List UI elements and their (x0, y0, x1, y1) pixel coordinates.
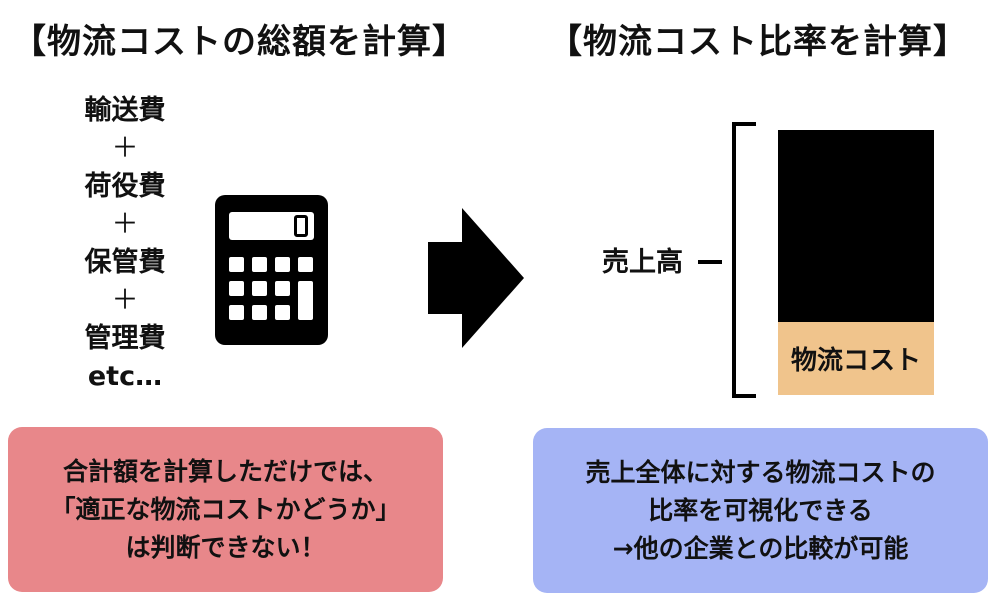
note-box-benefit: 売上全体に対する物流コストの 比率を可視化できる →他の企業との比較が可能 (533, 428, 988, 593)
calculator-key (275, 305, 290, 320)
cost-item-storage: 保管費 (84, 247, 166, 278)
calculator-icon (215, 195, 328, 345)
calculator-key (229, 305, 244, 320)
note-line: は判断できない！ (125, 532, 326, 562)
calculator-key (229, 281, 244, 296)
calculator-key (229, 257, 244, 272)
note-line: →他の企業との比較が可能 (612, 533, 909, 563)
calculator-key (275, 257, 290, 272)
logistics-cost-label: 物流コスト (790, 346, 921, 376)
note-line: 比率を可視化できる (648, 495, 873, 525)
sales-bar (778, 130, 934, 322)
calculator-key (275, 281, 290, 296)
logistics-cost-bar: 物流コスト (778, 322, 934, 395)
calculator-key (298, 257, 313, 272)
calculator-key-tall (298, 281, 313, 320)
sales-bracket (698, 122, 756, 398)
note-line: 「適正な物流コストかどうか」 (50, 494, 401, 524)
plus-sign: ＋ (111, 285, 139, 316)
right-arrow-icon (428, 208, 524, 348)
plus-sign: ＋ (111, 133, 139, 164)
calculator-key (252, 305, 267, 320)
cost-item-etc: etc… (87, 361, 163, 392)
title-cost-ratio: 【物流コスト比率を計算】 (548, 22, 968, 62)
calculator-key (252, 281, 267, 296)
cost-item-list: 輸送費 ＋ 荷役費 ＋ 保管費 ＋ 管理費 etc… (60, 92, 190, 396)
note-line: 合計額を計算しただけでは、 (62, 456, 388, 486)
calculator-key (252, 257, 267, 272)
title-total-cost: 【物流コストの総額を計算】 (12, 22, 467, 62)
plus-sign: ＋ (111, 209, 139, 240)
note-line: 売上全体に対する物流コストの (585, 457, 936, 487)
cost-item-transport: 輸送費 (84, 95, 166, 126)
sales-label: 売上高 (602, 247, 683, 278)
cost-item-management: 管理費 (84, 323, 166, 354)
calculator-display-zero (294, 215, 308, 237)
note-box-limitation: 合計額を計算しただけでは、 「適正な物流コストかどうか」 は判断できない！ (8, 427, 443, 592)
calculator-screen (229, 212, 314, 240)
cost-item-handling: 荷役費 (84, 171, 166, 202)
